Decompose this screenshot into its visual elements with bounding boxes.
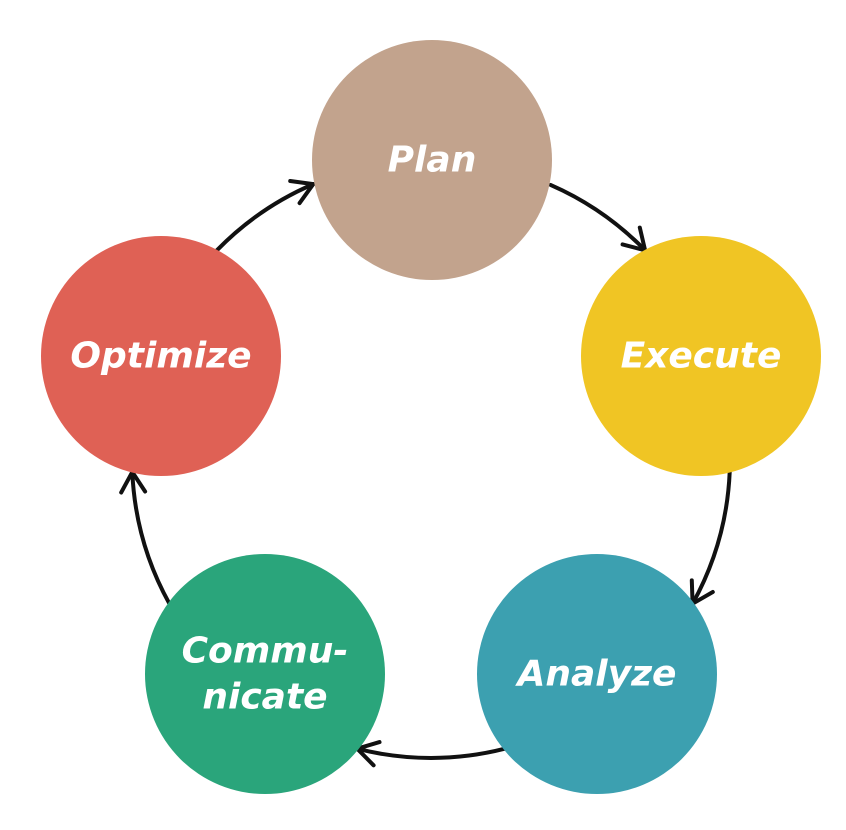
node-communicate-label: Commu- — [182, 631, 349, 672]
node-optimize-circle — [41, 236, 281, 476]
edge-line — [548, 182, 648, 253]
node-plan-label: Plan — [388, 140, 477, 181]
edge-arrowhead — [288, 179, 316, 206]
node-analyze-circle — [477, 554, 717, 794]
node-optimize: Optimize — [41, 236, 281, 476]
node-analyze-label: Analyze — [515, 654, 677, 695]
node-execute-circle — [581, 236, 821, 476]
edge-line — [130, 470, 172, 606]
edge-optimize-to-plan — [214, 179, 316, 253]
node-communicate-circle — [145, 554, 385, 794]
node-communicate: Commu-nicate — [145, 554, 385, 794]
edge-communicate-to-optimize — [119, 470, 172, 606]
edge-plan-to-execute — [548, 182, 648, 253]
edge-line — [214, 182, 316, 253]
node-execute: Execute — [581, 236, 821, 476]
node-optimize-label: Optimize — [70, 336, 251, 377]
edge-analyze-to-communicate — [355, 740, 507, 768]
edge-execute-to-analyze — [689, 470, 732, 606]
node-plan: Plan — [312, 40, 552, 280]
node-analyze: Analyze — [477, 554, 717, 794]
node-plan-circle — [312, 40, 552, 280]
node-communicate-label: nicate — [202, 677, 327, 718]
edge-line — [355, 746, 507, 760]
edge-line — [690, 470, 732, 606]
node-execute-label: Execute — [621, 336, 782, 377]
